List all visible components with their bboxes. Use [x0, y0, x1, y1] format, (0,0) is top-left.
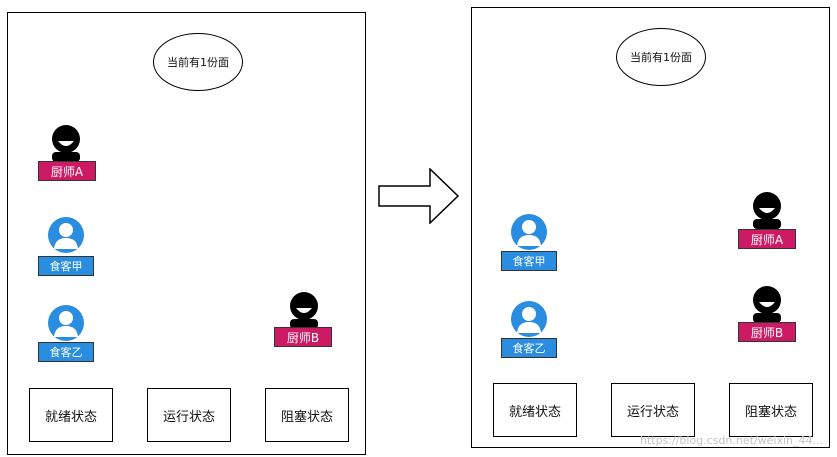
- watermark: https://blog.csdn.net/weixin_44...: [639, 434, 823, 447]
- diner-1-icon: [511, 214, 547, 250]
- running-state-box: 运行状态: [147, 388, 231, 442]
- diner-2-icon: [511, 301, 547, 337]
- chef-a-label: 厨师A: [738, 229, 796, 249]
- ready-state-box: 就绪状态: [29, 388, 113, 442]
- blocked-state-box: 阻塞状态: [265, 388, 349, 442]
- noodle-count-text: 当前有1份面: [630, 51, 692, 64]
- chef-b-icon: [753, 286, 781, 323]
- diner-2-icon: [48, 305, 84, 341]
- chef-b-label: 厨师B: [738, 322, 796, 342]
- chef-b-label: 厨师B: [274, 327, 332, 347]
- blocked-state-box: 阻塞状态: [729, 383, 813, 437]
- chef-a-icon: [753, 192, 781, 229]
- diner-2-label: 食客乙: [38, 342, 94, 362]
- diner-1-icon: [48, 217, 84, 253]
- ready-state-box: 就绪状态: [493, 383, 577, 437]
- noodle-count-oval: 当前有1份面: [153, 33, 243, 91]
- chef-b-icon: [290, 292, 318, 329]
- transition-arrow-icon: [378, 168, 460, 224]
- running-state-box: 运行状态: [611, 383, 695, 437]
- chef-a-icon: [52, 125, 80, 162]
- diner-1-label: 食客甲: [38, 256, 94, 276]
- diner-1-label: 食客甲: [501, 251, 557, 271]
- chef-a-label: 厨师A: [38, 161, 96, 181]
- noodle-count-oval: 当前有1份面: [616, 28, 706, 86]
- noodle-count-text: 当前有1份面: [167, 56, 229, 69]
- diner-2-label: 食客乙: [501, 338, 557, 358]
